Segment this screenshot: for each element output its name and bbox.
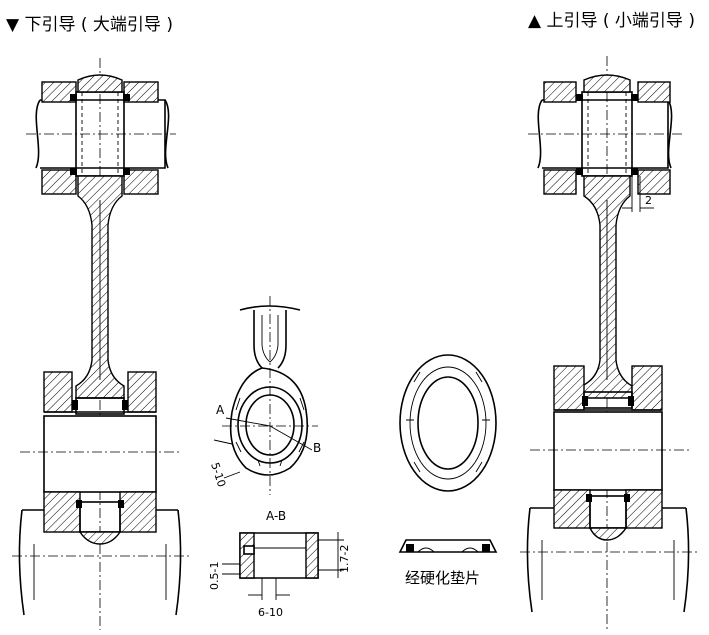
dim-right-gap: 2 — [645, 194, 652, 207]
section-a-b: A-B 1.7-2 0.5-1 6-10 — [208, 509, 351, 619]
left-assembly — [12, 58, 190, 630]
caption-hardened-washer: 经硬化垫片 — [405, 569, 480, 587]
label-section-b: B — [313, 441, 321, 455]
title-upper-guide: ▲ 上引导 ( 小端引导 ) — [528, 11, 695, 31]
dim-radial-gap: 5-10 — [208, 461, 228, 489]
label-section-a-b: A-B — [266, 509, 286, 523]
label-section-a: A — [216, 403, 225, 417]
title-lower-guide: ▼ 下引导 ( 大端引导 ) — [6, 15, 173, 35]
dim-side: 1.7-2 — [338, 545, 351, 573]
big-end-front-view: A B 5-10 — [208, 296, 321, 495]
dim-bottom: 6-10 — [258, 606, 283, 619]
dim-left: 0.5-1 — [208, 562, 221, 590]
hardened-washer: 经硬化垫片 — [398, 354, 498, 587]
right-assembly: 2 — [520, 56, 700, 630]
